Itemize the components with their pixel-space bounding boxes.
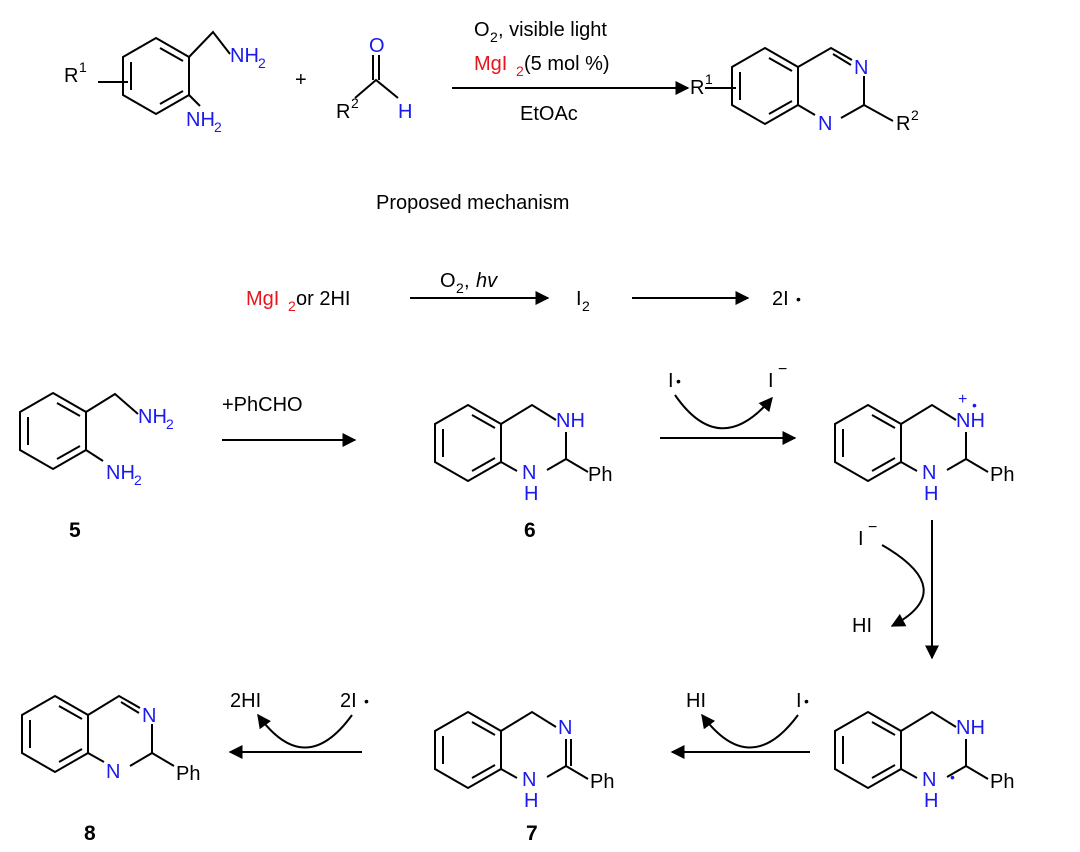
- reagent-mgi2-subscript: 2: [288, 298, 296, 314]
- compound-7-n-bottom: N: [522, 769, 536, 791]
- amine-nh2-label: NH: [230, 45, 259, 67]
- catalyst-loading: (5 mol %): [524, 53, 610, 75]
- radical-cation-dot: •: [972, 397, 977, 413]
- compound-8-n3: N: [142, 705, 156, 727]
- iodide-in-minus: −: [868, 519, 877, 536]
- compound-6-nh-top: NH: [556, 410, 585, 432]
- curved-arrow-1: [674, 394, 773, 430]
- aniline-nh2-subscript: 2: [214, 119, 222, 135]
- radical-dot-2: •: [804, 693, 809, 709]
- hi-out-1: HI: [852, 615, 872, 637]
- compound-6-structure: [434, 403, 589, 483]
- compound-8-n1: N: [106, 761, 120, 783]
- iodine-radicals: 2I: [772, 288, 789, 310]
- radical-cation-plus: +: [958, 391, 967, 408]
- condition-solvent: EtOAc: [520, 103, 578, 125]
- catalyst-mgi2: MgI: [474, 53, 507, 75]
- init-hv: hv: [476, 270, 498, 292]
- substituent-r2: R: [336, 101, 350, 123]
- iodide-out-1: I: [768, 370, 774, 392]
- aldehyde-hydrogen: H: [398, 101, 412, 123]
- compound-5-nh2-bottom: NH: [106, 462, 135, 484]
- aniline-nh2-label: NH: [186, 109, 215, 131]
- carbon-radical-structure: [834, 710, 989, 790]
- carbon-radical-h-bottom: H: [924, 790, 938, 812]
- reactant-aldehyde: [354, 55, 399, 99]
- compound-6-h-bottom: H: [524, 483, 538, 505]
- superscript-2: 2: [351, 95, 359, 111]
- two-iodine-radicals-in: 2I: [340, 690, 357, 712]
- carbon-radical-nh: NH: [956, 717, 985, 739]
- product-n1: N: [818, 113, 832, 135]
- plus-sign: +: [295, 69, 307, 91]
- compound-7-ph: Ph: [590, 771, 614, 793]
- compound-5-nh2-bottom-sub: 2: [134, 472, 142, 488]
- compound-7-label: 7: [526, 822, 538, 845]
- radical-cation-n-bottom: N: [922, 462, 936, 484]
- compound-7-structure: [434, 710, 589, 790]
- product-r2: R: [896, 113, 910, 135]
- superscript-1: 1: [79, 59, 87, 75]
- product-r2-superscript: 2: [911, 107, 919, 123]
- condition-visible-light: , visible light: [498, 19, 607, 41]
- product-r1: R: [690, 77, 704, 99]
- product-quinazoline: [705, 46, 894, 126]
- hi-out-2: HI: [686, 690, 706, 712]
- iodine-i2: I: [576, 288, 582, 310]
- curved-arrow-2: [881, 544, 925, 627]
- carbon-radical-n-bottom: N: [922, 769, 936, 791]
- compound-5-nh2-top-sub: 2: [166, 416, 174, 432]
- curved-arrow-3: [701, 713, 799, 749]
- carbon-radical-ph: Ph: [990, 771, 1014, 793]
- substituent-r1: R: [64, 65, 78, 87]
- radical-cation-structure: [834, 403, 989, 483]
- condition-o2: O: [474, 19, 490, 41]
- reagent-mgi2: MgI: [246, 288, 279, 310]
- compound-5-nh2-top: NH: [138, 406, 167, 428]
- radical-dot-3: •: [364, 693, 369, 709]
- compound-8-structure: [21, 694, 175, 774]
- compound-8-ph: Ph: [176, 763, 200, 785]
- init-o2: O: [440, 270, 456, 292]
- iodine-i2-subscript: 2: [582, 298, 590, 314]
- compound-5-label: 5: [69, 519, 81, 542]
- init-o2-subscript: 2: [456, 280, 464, 296]
- init-comma: ,: [464, 270, 470, 292]
- amine-nh2-subscript: 2: [258, 55, 266, 71]
- iodine-radical-in-2: I: [796, 690, 802, 712]
- catalyst-subscript: 2: [516, 63, 524, 79]
- compound-5-structure: [19, 391, 139, 471]
- radical-dot: •: [796, 291, 801, 307]
- product-n3: N: [854, 57, 868, 79]
- iodide-out-1-minus: −: [778, 361, 787, 378]
- two-hi-out: 2HI: [230, 690, 261, 712]
- product-r1-superscript: 1: [705, 71, 713, 87]
- compound-6-label: 6: [524, 519, 536, 542]
- radical-cation-nh: NH: [956, 410, 985, 432]
- mechanism-title: Proposed mechanism: [376, 192, 569, 214]
- reactant-diamine: [98, 30, 231, 116]
- aldehyde-oxygen: O: [369, 35, 385, 57]
- compound-6-ph: Ph: [588, 464, 612, 486]
- reagent-or-2hi: or 2HI: [296, 288, 350, 310]
- compound-7-h-bottom: H: [524, 790, 538, 812]
- reagent-phcho: +PhCHO: [222, 394, 303, 416]
- compound-8-label: 8: [84, 822, 96, 845]
- iodine-radical-in-1: I: [668, 370, 674, 392]
- compound-6-n-bottom: N: [522, 462, 536, 484]
- curved-arrow-4: [257, 713, 353, 749]
- compound-7-n-top: N: [558, 717, 572, 739]
- iodide-in: I: [858, 528, 864, 550]
- radical-cation-h-bottom: H: [924, 483, 938, 505]
- condition-o2-subscript: 2: [490, 29, 498, 45]
- radical-dot-1: •: [676, 373, 681, 389]
- carbon-radical-dot: •: [950, 769, 955, 785]
- radical-cation-ph: Ph: [990, 464, 1014, 486]
